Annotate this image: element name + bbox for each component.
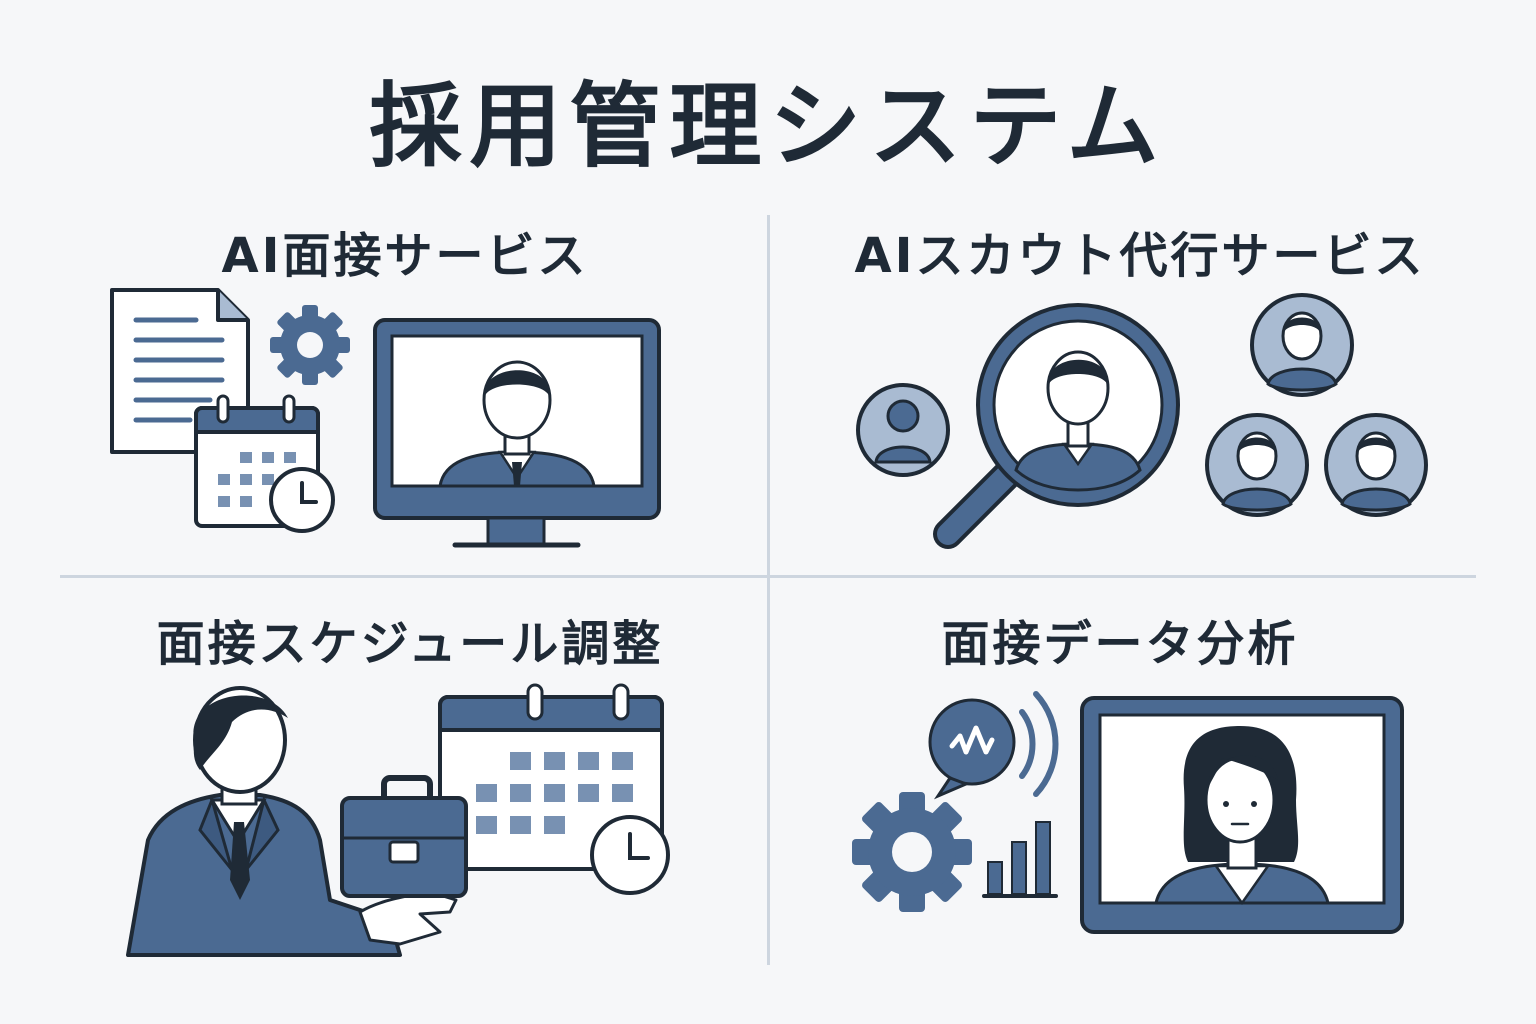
panel-title-ai-scout: AIスカウト代行サービス [854,228,1426,284]
document-icon [110,288,250,454]
vertical-divider [767,215,770,965]
clock-icon [269,467,335,533]
clock-icon [590,815,670,895]
sound-wave-icon [1019,691,1059,797]
avatar-icon [1324,413,1428,517]
panel-title-schedule: 面接スケジュール調整 [156,616,664,672]
horizontal-divider [60,575,1476,578]
avatar-icon [1250,293,1354,397]
analytics-illustration [852,691,1404,934]
gear-icon [270,305,350,385]
avatar-icon [856,383,950,477]
avatar-icon [1205,413,1309,517]
woman-icon [1154,726,1330,906]
gear-icon [852,792,972,912]
panel-title-ai-interview: AI面接サービス [221,228,589,284]
person-icon [1014,350,1142,492]
ai-interview-illustration [110,288,661,548]
person-icon [438,360,596,488]
schedule-illustration [126,683,670,957]
monitor-icon [373,318,661,548]
panel-title-analytics: 面接データ分析 [941,616,1299,672]
monitor-icon [1080,696,1404,934]
briefcase-icon [340,775,468,898]
magnifier-icon [933,303,1180,549]
bar-chart-icon [982,821,1058,898]
ai-scout-illustration [856,293,1428,549]
businessman-icon [126,686,458,957]
page-title: 採用管理システム [369,73,1167,180]
speech-bubble-icon [928,698,1016,800]
